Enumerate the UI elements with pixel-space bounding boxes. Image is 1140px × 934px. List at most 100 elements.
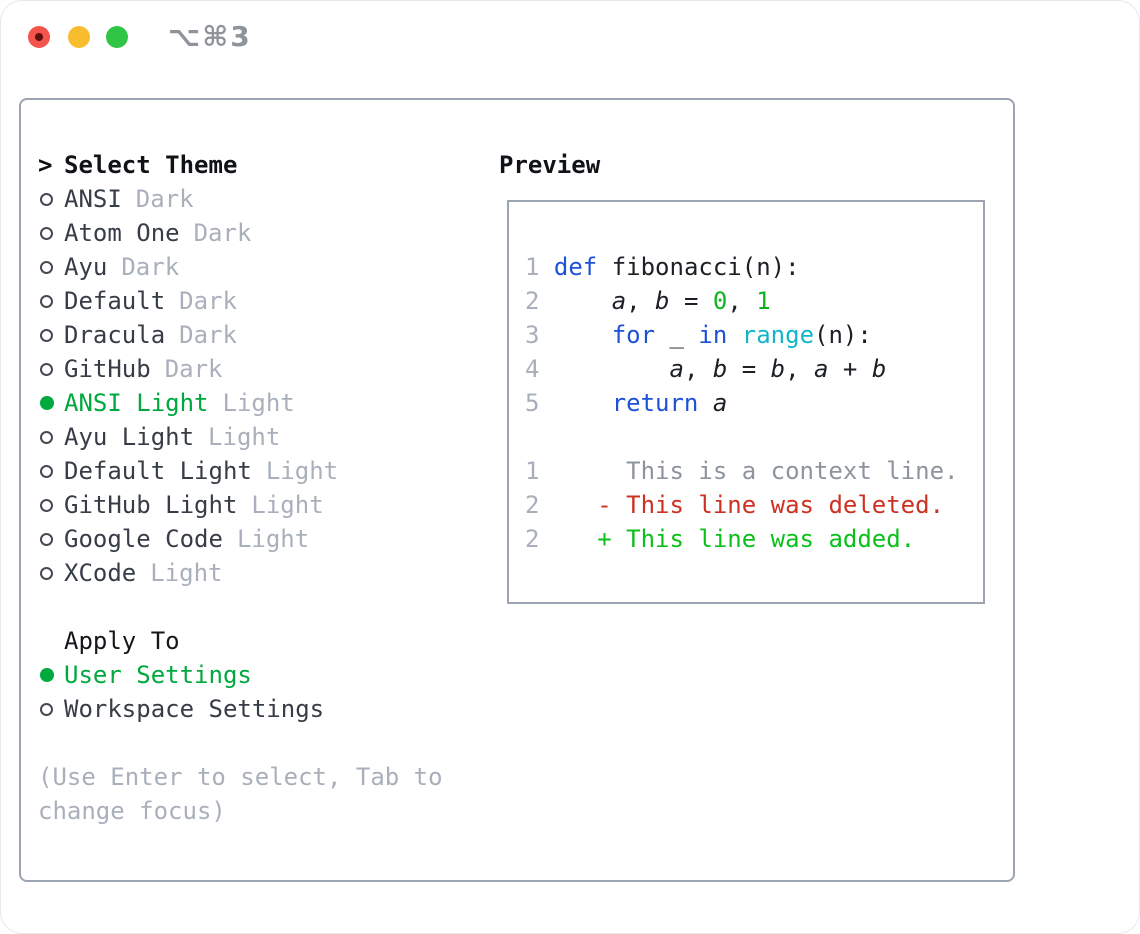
line-number: 5 bbox=[525, 389, 540, 417]
theme-variant-tag: Dark bbox=[135, 185, 194, 213]
radio-icon bbox=[38, 566, 64, 580]
minimize-button[interactable] bbox=[68, 26, 90, 48]
theme-item-atom-one[interactable]: Atom One Dark bbox=[38, 216, 488, 250]
theme-variant-tag: Dark bbox=[121, 253, 180, 281]
radio-icon bbox=[38, 532, 64, 546]
theme-variant-tag: Light bbox=[150, 559, 223, 587]
code-segment-code: b bbox=[712, 355, 728, 383]
line-number: 2 bbox=[525, 287, 540, 315]
radio-filled-circle bbox=[40, 668, 54, 682]
code-segment-code: a bbox=[669, 355, 684, 383]
theme-item-ayu[interactable]: Ayu Dark bbox=[38, 250, 488, 284]
apply-item-label: User Settings bbox=[64, 661, 252, 689]
apply-item-workspace-settings[interactable]: Workspace Settings bbox=[38, 692, 488, 726]
preview-code-line: 3 for _ in range(n): bbox=[525, 318, 983, 352]
theme-item-label: GitHub Light bbox=[64, 491, 238, 519]
code-segment-code: a bbox=[712, 389, 728, 417]
theme-item-label: Ayu bbox=[64, 253, 108, 281]
theme-variant-tag: Dark bbox=[164, 355, 223, 383]
select-theme-title: Select Theme bbox=[64, 151, 238, 179]
theme-item-label: GitHub bbox=[64, 355, 151, 383]
radio-icon bbox=[38, 192, 64, 206]
code-segment-code: , bbox=[626, 287, 656, 315]
code-segment-kw: def bbox=[553, 253, 598, 281]
preview-code-line: 5 return a bbox=[525, 386, 983, 420]
radio-icon bbox=[38, 702, 64, 716]
preview-code-line: 4 a, b = b, a + b bbox=[525, 352, 983, 386]
preview-title: Preview bbox=[499, 151, 601, 179]
theme-item-github[interactable]: GitHub Dark bbox=[38, 352, 488, 386]
code-segment-code: b bbox=[770, 355, 786, 383]
line-number: 2 bbox=[525, 525, 540, 553]
code-segment-lit: 1 bbox=[756, 287, 771, 315]
radio-icon bbox=[38, 294, 64, 308]
code-segment-kw: for bbox=[611, 321, 656, 349]
apply-item-user-settings[interactable]: User Settings bbox=[38, 658, 488, 692]
theme-item-label: Atom One bbox=[64, 219, 180, 247]
radio-empty-circle bbox=[40, 566, 53, 580]
theme-item-label: Dracula bbox=[64, 321, 166, 349]
line-number: 2 bbox=[525, 491, 540, 519]
radio-icon bbox=[38, 260, 64, 274]
code-segment-kw: return bbox=[611, 389, 699, 417]
spacer bbox=[38, 726, 488, 760]
radio-empty-circle bbox=[40, 260, 53, 274]
preview-code-line: 2 + This line was added. bbox=[525, 522, 983, 556]
code-segment-code: , bbox=[727, 287, 757, 315]
select-theme-header: > Select Theme bbox=[38, 148, 488, 182]
preview-code-line: 1 This is a context line. bbox=[525, 454, 983, 488]
radio-empty-circle bbox=[40, 464, 53, 478]
code-segment-code bbox=[554, 321, 612, 349]
diff-preview-block: 1 This is a context line.2 - This line w… bbox=[525, 454, 983, 556]
zoom-button[interactable] bbox=[106, 26, 128, 48]
radio-empty-circle bbox=[40, 498, 53, 512]
spacer bbox=[38, 590, 488, 624]
preview-code-line: 2 - This line was deleted. bbox=[525, 488, 983, 522]
theme-variant-tag: Dark bbox=[193, 219, 252, 247]
theme-item-xcode[interactable]: XCode Light bbox=[38, 556, 488, 590]
code-segment-code: _ bbox=[655, 321, 699, 349]
code-segment-code: b bbox=[871, 355, 887, 383]
theme-item-label: Ayu Light bbox=[64, 423, 195, 451]
line-number: 1 bbox=[525, 253, 540, 281]
radio-icon bbox=[38, 226, 64, 240]
radio-empty-circle bbox=[40, 294, 53, 308]
focus-caret-icon: > bbox=[38, 151, 53, 179]
radio-selected-icon bbox=[38, 396, 64, 410]
radio-empty-circle bbox=[40, 192, 53, 206]
theme-item-label: XCode bbox=[64, 559, 137, 587]
close-button[interactable] bbox=[28, 26, 50, 48]
apply-to-header: Apply To bbox=[38, 624, 488, 658]
code-segment-code: , bbox=[683, 355, 713, 383]
radio-empty-circle bbox=[40, 532, 53, 546]
radio-empty-circle bbox=[40, 328, 53, 342]
line-number: 4 bbox=[525, 355, 540, 383]
code-segment-code bbox=[554, 287, 612, 315]
code-segment-code: fibonacci(n): bbox=[597, 253, 800, 281]
code-segment-code: a bbox=[611, 287, 627, 315]
radio-empty-circle bbox=[40, 430, 53, 444]
theme-item-label: Default Light bbox=[64, 457, 252, 485]
apply-to-title: Apply To bbox=[64, 627, 180, 655]
theme-item-label: Google Code bbox=[64, 525, 223, 553]
code-segment-add: + This line was added. bbox=[597, 525, 916, 553]
code-segment-code bbox=[698, 389, 712, 417]
preview-code-line: 1 def fibonacci(n): bbox=[525, 250, 983, 284]
code-segment-kw: in bbox=[698, 321, 728, 349]
radio-icon bbox=[38, 464, 64, 478]
code-segment-code bbox=[554, 389, 612, 417]
radio-icon bbox=[38, 362, 64, 376]
